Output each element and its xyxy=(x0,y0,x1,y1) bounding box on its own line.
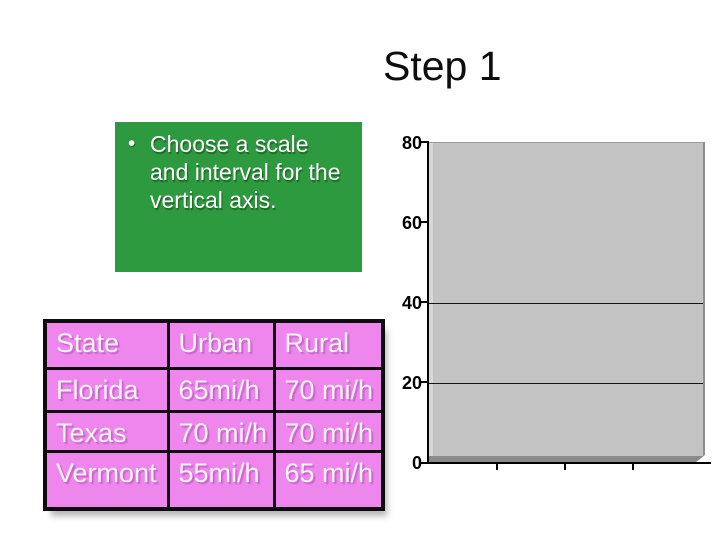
table-header-cell: State xyxy=(43,319,170,370)
instruction-box: • Choose a scale and interval for the ve… xyxy=(115,122,362,272)
gridline xyxy=(429,383,703,384)
bullet-marker: • xyxy=(128,132,136,155)
table-cell: 55mi/h xyxy=(166,449,276,511)
table-header-cell: Rural xyxy=(272,319,385,370)
page-title: Step 1 xyxy=(383,43,502,89)
instruction-text: Choose a scale and interval for the vert… xyxy=(150,131,341,213)
chart-left-wall xyxy=(429,143,433,462)
y-axis-label: 60 xyxy=(401,213,422,233)
table-header-cell: Urban xyxy=(166,319,276,370)
y-axis xyxy=(427,141,429,463)
gridline xyxy=(429,303,703,304)
chart-plot-area xyxy=(429,142,705,462)
table-cell: Vermont xyxy=(43,449,170,511)
y-axis-tick xyxy=(420,301,428,303)
x-axis-tick xyxy=(564,464,566,470)
x-axis xyxy=(421,462,711,464)
y-axis-tick xyxy=(420,381,428,383)
table-cell: 70 mi/h xyxy=(272,409,385,453)
y-axis-label: 40 xyxy=(401,293,422,313)
table-cell: 70 mi/h xyxy=(272,366,385,413)
y-axis-tick xyxy=(420,221,428,223)
y-axis-label: 80 xyxy=(401,133,422,153)
table-cell: Florida xyxy=(43,366,170,413)
y-axis-tick xyxy=(420,141,428,143)
x-axis-tick xyxy=(496,464,498,470)
table-cell: 70 mi/h xyxy=(166,409,276,453)
table-cell: 65 mi/h xyxy=(272,449,385,511)
x-axis-tick xyxy=(632,464,634,470)
table-cell: 65mi/h xyxy=(166,366,276,413)
table-cell: Texas xyxy=(43,409,170,453)
chart-floor xyxy=(429,456,703,462)
